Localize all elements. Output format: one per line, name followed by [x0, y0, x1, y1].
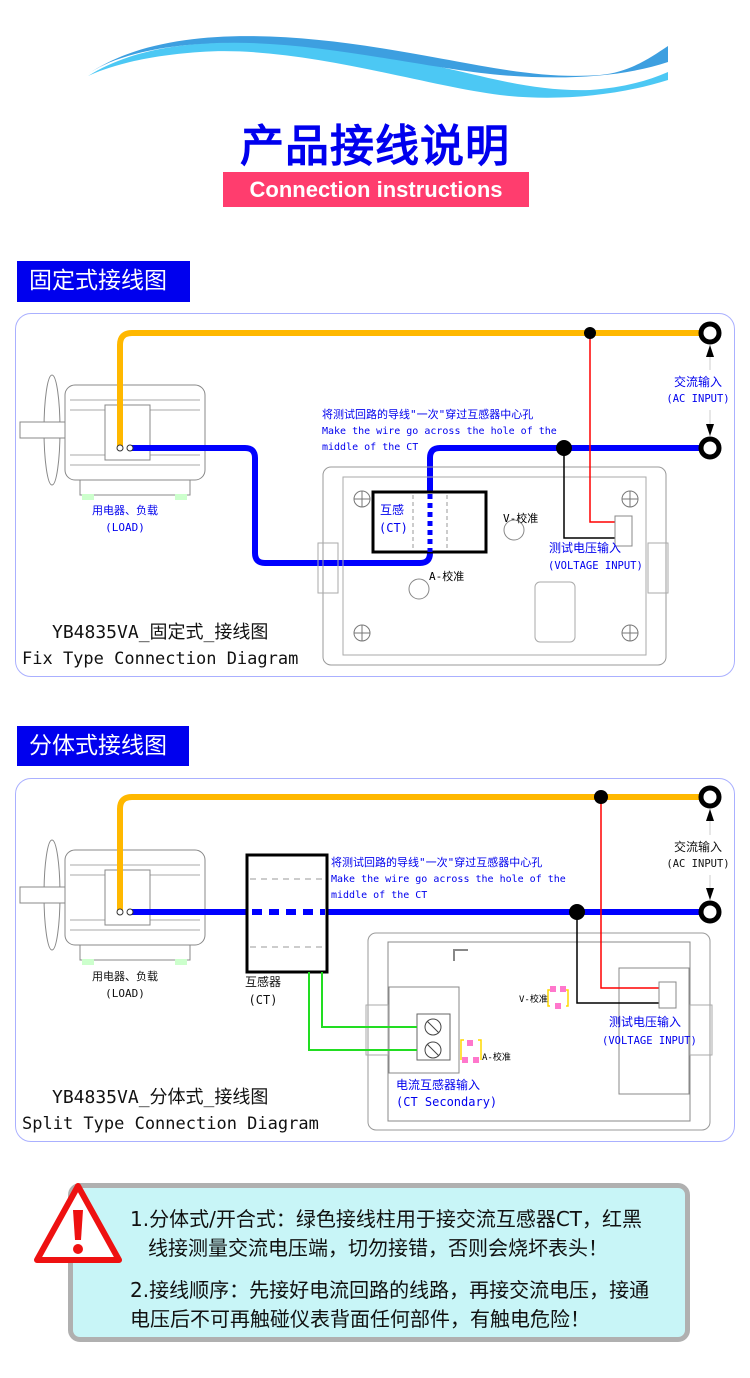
v-calibration-label: V-校准: [503, 511, 538, 525]
ac-input-label: 交流输入: [674, 839, 722, 854]
ct-note: 将测试回路的导线"一次"穿过互感器中心孔: [322, 407, 533, 421]
voltage-input-label-en: (VOLTAGE INPUT): [548, 560, 643, 572]
ac-input-label: 交流输入: [674, 374, 722, 389]
voltage-connector: [614, 515, 633, 547]
meter-back: [367, 932, 711, 1131]
voltage-connector: [658, 981, 677, 1009]
ct-note-en-1: Make the wire go across the hole of the: [322, 426, 557, 437]
meter-back: [322, 466, 667, 666]
diagram-title: YB4835VA_分体式_接线图: [52, 1087, 268, 1108]
warning-line-3: 2.接线顺序：先接好电流回路的线路，再接交流电压，接通: [130, 1278, 650, 1302]
terminal-neutral: [698, 436, 722, 460]
ct-note-en-2: middle of the CT: [331, 890, 427, 901]
live-wire: [117, 794, 702, 912]
terminal-live: [698, 785, 722, 809]
green-ct-wires: [308, 972, 417, 1051]
section-title-fixed: 固定式接线图: [17, 261, 190, 302]
terminal-neutral: [698, 900, 722, 924]
ct-note: 将测试回路的导线"一次"穿过互感器中心孔: [331, 855, 542, 869]
warning-line-2: 线接测量交流电压端，切勿接错，否则会烧坏表头！: [148, 1236, 608, 1260]
ct-note-en-1: Make the wire go across the hole of the: [331, 874, 566, 885]
diagram-title-en: Fix Type Connection Diagram: [22, 649, 298, 669]
ct-input-label: 电流互感器输入: [396, 1077, 480, 1092]
ct-input-label-en: (CT Secondary): [396, 1095, 497, 1109]
warning-line-4: 电压后不可再触碰仪表背面任何部件，有触电危险！: [130, 1307, 590, 1331]
split-diagram-panel: [15, 778, 735, 1142]
ct-label: 互感: [380, 502, 404, 517]
ac-input-label-en: (AC INPUT): [666, 858, 729, 870]
terminal-live: [698, 321, 722, 345]
diagram-title-en: Split Type Connection Diagram: [22, 1114, 319, 1134]
black-voltage-wire: [563, 448, 618, 539]
page-title: 产品接线说明: [240, 121, 510, 172]
fixed-diagram-panel: [15, 313, 735, 677]
v-calibration-label: V-校准: [519, 993, 548, 1005]
ac-input-label-en: (AC INPUT): [666, 393, 729, 405]
warning-line-1: 1.分体式/开合式：绿色接线柱用于接交流互感器CT，红黑: [130, 1207, 643, 1231]
a-calibration-label: A-校准: [482, 1051, 511, 1063]
page-subtitle: Connection instructions: [223, 172, 529, 207]
voltage-input-label: 测试电压输入: [609, 1014, 681, 1029]
black-voltage-wire: [576, 912, 664, 1004]
header-wave: [88, 36, 668, 98]
load-label: 用电器、负载: [92, 969, 158, 983]
ct-label-en: (CT): [379, 521, 408, 535]
ct-label-en: (CT): [249, 993, 278, 1007]
motor-load-icon: [19, 374, 206, 501]
red-voltage-wire: [600, 797, 664, 989]
load-label-en: (LOAD): [105, 521, 145, 534]
voltage-input-label-en: (VOLTAGE INPUT): [602, 1035, 697, 1047]
warning-triangle-icon: [34, 1183, 122, 1263]
warning-box: [68, 1183, 690, 1342]
load-label-en: (LOAD): [105, 987, 145, 1000]
live-wire: [117, 330, 702, 448]
section-title-split: 分体式接线图: [17, 726, 189, 766]
ct-secondary-terminal: [388, 986, 460, 1074]
red-voltage-wire: [589, 333, 618, 523]
ct-note-en-2: middle of the CT: [322, 442, 418, 453]
load-label: 用电器、负载: [92, 503, 158, 517]
a-calibration-label: A-校准: [429, 569, 464, 583]
ct-label: 互感器: [245, 974, 281, 989]
diagram-title: YB4835VA_固定式_接线图: [52, 622, 268, 643]
voltage-input-label: 测试电压输入: [549, 540, 621, 555]
